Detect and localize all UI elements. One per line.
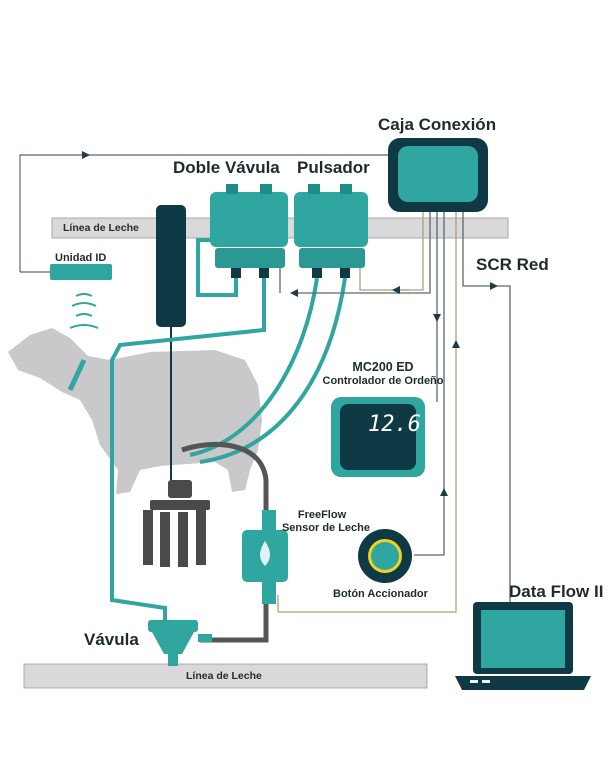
controller-display: 12.6: [368, 412, 421, 437]
vavula-device: [148, 620, 212, 666]
freeflow-label: FreeFlow: [297, 509, 347, 521]
cow-silhouette: [8, 328, 262, 494]
milk-line-bottom: [23, 663, 428, 689]
milk-line-top-label: Línea de Leche: [63, 222, 139, 234]
unidad-id-device: [50, 264, 112, 280]
doble-vavula-device: [210, 184, 288, 278]
scr-red-label: SCR Red: [476, 255, 549, 274]
unidad-id-label: Unidad ID: [55, 252, 107, 264]
boton-label: Botón Accionador: [333, 588, 428, 600]
milking-claw: [143, 480, 210, 567]
freeflow-subtitle: Sensor de Leche: [281, 522, 371, 534]
laptop-data-flow: [455, 602, 591, 690]
collar: [67, 358, 87, 392]
boton-accionador: [358, 529, 412, 583]
freeflow-sensor: [242, 510, 288, 604]
unidad-id-link: [19, 154, 390, 272]
mc200-title: MC200 ED: [352, 360, 414, 374]
pulsador-label: Pulsador: [297, 158, 370, 177]
data-flow-label: Data Flow II: [509, 582, 604, 601]
milk-line-bottom-label: Línea de Leche: [186, 670, 262, 682]
milk-hose-dark: [181, 441, 269, 643]
flow-arrows: [290, 282, 498, 496]
caja-conexion-label: Caja Conexión: [378, 115, 497, 134]
mc200-controller: [331, 397, 425, 477]
pulsador-device: [294, 184, 368, 278]
doble-vavula-label: Doble Vávula: [173, 158, 280, 177]
vavula-label: Vávula: [84, 630, 139, 649]
wireless-signal-icon: [69, 293, 99, 329]
vacuum-tube-dark: [156, 205, 186, 327]
mc200-subtitle: Controlador de Ordeño: [322, 375, 444, 387]
